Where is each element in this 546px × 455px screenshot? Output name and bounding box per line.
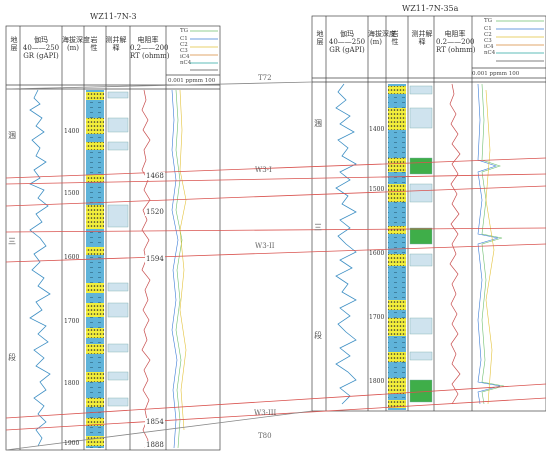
correlation-label-t72: T72 xyxy=(258,74,272,82)
depth-mark: 1888 xyxy=(145,441,165,449)
well-1-frame xyxy=(5,25,221,451)
well-2-frame xyxy=(311,15,546,412)
header-gas-tg: TG xyxy=(180,28,189,34)
well-title: WZ11-7N-3 xyxy=(90,12,137,21)
header-gas-components: C1 C2 C3 iC4 nC4 xyxy=(484,26,496,56)
depth-tick: 1900 xyxy=(64,440,80,447)
depth-mark: 1594 xyxy=(145,255,165,263)
header-layer: 地 层 xyxy=(10,36,18,52)
header-resistivity: 电阻率 0.2——200 RT (ohmm) xyxy=(436,30,476,54)
rt-curves xyxy=(141,83,461,449)
correlation-label-t80: T80 xyxy=(258,432,272,440)
header-depth: 海拔深度 (m) xyxy=(368,30,396,46)
header-lithology: 岩 性 xyxy=(391,30,399,46)
depth-tick: 1600 xyxy=(64,254,80,261)
depth-tick: 1700 xyxy=(369,314,385,321)
header-gr: 伽玛 40——250 GR (gAPI) xyxy=(22,36,60,60)
depth-tick: 1600 xyxy=(369,250,385,257)
well-1-interpretation xyxy=(107,91,129,407)
depth-tick: 1400 xyxy=(64,128,80,135)
gas-legend-lines xyxy=(496,20,544,62)
depth-tick: 1500 xyxy=(64,190,80,197)
header-gas-scale: 0.001 ppmm 100 xyxy=(472,71,520,77)
gr-curves xyxy=(29,83,357,447)
header-gas-tg: TG xyxy=(484,18,493,24)
layer-label: 段 xyxy=(314,331,322,340)
header-gas-components: C1 C2 C3 iC4 nC4 xyxy=(180,36,192,66)
header-interp: 测井解释 xyxy=(411,30,433,46)
header-depth: 海拔深度 (m) xyxy=(62,36,90,52)
header-layer: 地 层 xyxy=(316,30,324,46)
depth-mark: 1520 xyxy=(145,208,165,216)
depth-mark: 1854 xyxy=(145,418,165,426)
well-2-lithology xyxy=(388,84,406,410)
depth-tick: 1800 xyxy=(64,380,80,387)
header-resistivity: 电阻率 0.2——200 RT (ohmm) xyxy=(130,36,170,60)
well-2-interpretation xyxy=(409,85,433,403)
depth-tick: 1800 xyxy=(369,378,385,385)
depth-tick: 1700 xyxy=(64,318,80,325)
correlation-label-w3-i: W3-I xyxy=(255,166,272,174)
gas-curves xyxy=(171,83,505,449)
gas-legend-lines xyxy=(190,30,218,71)
depth-mark: 1468 xyxy=(145,172,165,180)
header-interp: 测井解释 xyxy=(105,36,127,52)
header-gas-scale: 0.001 ppmm 100 xyxy=(168,78,216,84)
depth-tick: 1500 xyxy=(369,186,385,193)
well-1-lithology xyxy=(86,90,104,448)
correlation-lines xyxy=(5,81,546,451)
layer-label: 涠 xyxy=(8,131,16,140)
well-title: WZ11-7N-35a xyxy=(402,4,459,13)
layer-label: 三 xyxy=(8,237,16,246)
layer-label: 三 xyxy=(314,223,322,232)
layer-label: 段 xyxy=(8,353,16,362)
depth-tick: 1400 xyxy=(369,126,385,133)
correlation-label-w3-ii: W3-II xyxy=(255,242,275,250)
header-lithology: 岩 性 xyxy=(90,36,98,52)
correlation-label-w3-iii: W3-III xyxy=(254,409,277,417)
header-gr: 伽玛 40——250 GR (gAPI) xyxy=(328,30,366,54)
layer-label: 涠 xyxy=(314,119,322,128)
